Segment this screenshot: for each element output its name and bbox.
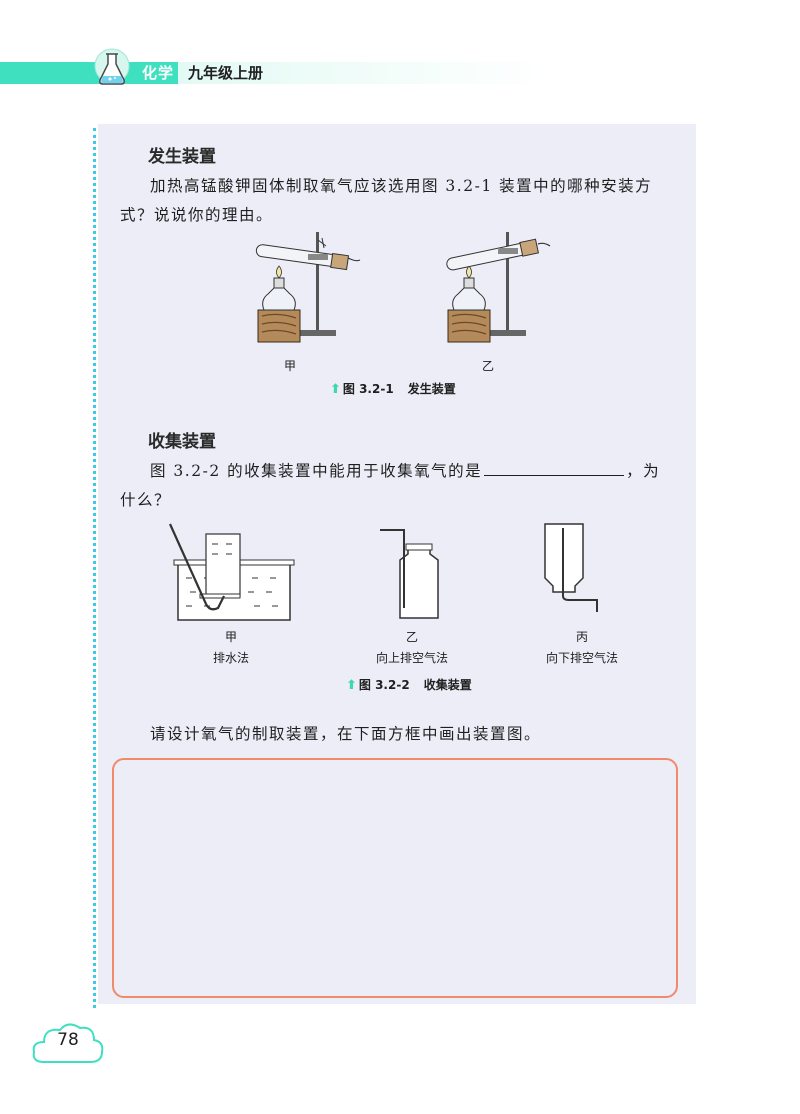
header-subject: 化学 (142, 64, 175, 82)
paragraph-line: 图 3.2-2 的收集装置中能用于收集氧气的是 ，为 (150, 459, 660, 481)
paragraph-line: 什么？ (120, 491, 172, 509)
section-title-generation: 发生装置 (148, 147, 216, 167)
collection-method: 向上排空气法 (375, 651, 448, 665)
flask-icon (94, 48, 130, 85)
figure-caption: ⬆图 3.2-2 收集装置 (346, 676, 472, 693)
figure-caption-number: 图 3.2-2 (358, 678, 410, 692)
figure-caption-number: 图 3.2-1 (342, 382, 394, 396)
collection-method: 向下排空气法 (545, 651, 618, 665)
drawing-area[interactable] (112, 758, 678, 998)
answer-blank[interactable] (484, 461, 625, 476)
question-text: 图 3.2-2 的收集装置中能用于收集氧气的是 (150, 462, 483, 480)
figure-label-b: 乙 (482, 359, 495, 373)
paragraph-line: 加热高锰酸钾固体制取氧气应该选用图 3.2-1 装置中的哪种安装方 (150, 177, 653, 195)
header-grade-bar (178, 62, 800, 84)
figure-caption-text: 发生装置 (407, 382, 456, 396)
figure-caption: ⬆图 3.2-1 发生装置 (330, 380, 456, 397)
figure-caption-text: 收集装置 (423, 678, 472, 692)
apparatus-b (446, 232, 551, 343)
upward-air-displacement-apparatus (380, 529, 439, 619)
collection-label: 甲 (224, 630, 237, 644)
collection-apparatus-figure (168, 523, 598, 621)
figure-label-a: 甲 (284, 359, 297, 373)
water-displacement-apparatus (168, 523, 295, 621)
up-arrow-icon: ⬆ (330, 382, 341, 397)
cloud-icon (32, 1023, 104, 1063)
section-title-collection: 收集装置 (148, 432, 216, 452)
paragraph-line: 式？说说你的理由。 (120, 206, 274, 224)
page-number: 78 (57, 1030, 79, 1050)
collection-method: 排水法 (212, 651, 249, 665)
collection-label: 丙 (575, 630, 588, 644)
apparatus-a (255, 232, 361, 343)
question-text-end: ，为 (626, 462, 661, 480)
task-instruction: 请设计氧气的制取装置，在下面方框中画出装置图。 (150, 725, 542, 743)
downward-air-displacement-apparatus (544, 523, 598, 612)
header-accent-bar (0, 62, 100, 84)
up-arrow-icon: ⬆ (346, 678, 357, 693)
collection-label: 乙 (405, 630, 418, 644)
generation-apparatus-figure (255, 232, 551, 343)
margin-dotted-rule (93, 128, 96, 1008)
header-grade: 九年级上册 (188, 64, 264, 82)
